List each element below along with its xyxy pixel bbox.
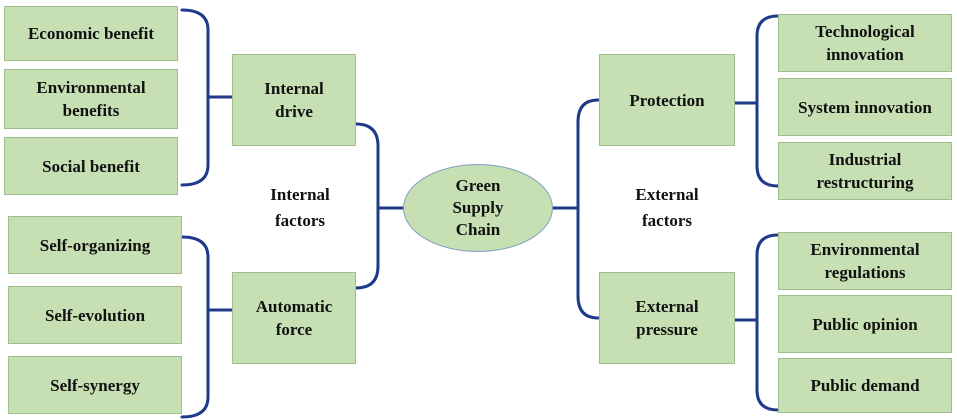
bracket-internal-drive: [180, 8, 234, 187]
leaf-self-evolution: Self-evolution: [8, 286, 182, 344]
node-automatic-force: Automatic force: [232, 272, 356, 364]
leaf-public-demand: Public demand: [778, 358, 952, 413]
label-external-factors: External factors: [635, 185, 699, 230]
node-internal-drive: Internal drive: [232, 54, 356, 146]
leaf-industrial-restructuring: Industrial restructuring: [778, 142, 952, 200]
bracket-automatic-force: [180, 235, 234, 419]
leaf-self-organizing: Self-organizing: [8, 216, 182, 274]
bracket-external-pressure: [733, 233, 780, 412]
leaf-environmental-regulations: Environmental regulations: [778, 232, 952, 290]
leaf-technological-innovation: Technological innovation: [778, 14, 952, 72]
label-internal-factors: Internal factors: [270, 185, 330, 230]
leaf-self-synergy: Self-synergy: [8, 356, 182, 414]
center-green-supply-chain: Green Supply Chain: [403, 164, 553, 252]
node-protection: Protection: [599, 54, 735, 146]
leaf-public-opinion: Public opinion: [778, 295, 952, 353]
bracket-external-factors: [551, 98, 600, 320]
leaf-environmental-benefits: Environmental benefits: [4, 69, 178, 129]
leaf-economic-benefit: Economic benefit: [4, 6, 178, 61]
bracket-protection: [733, 14, 780, 188]
leaf-system-innovation: System innovation: [778, 78, 952, 136]
bracket-internal-factors: [354, 122, 405, 290]
node-external-pressure: External pressure: [599, 272, 735, 364]
leaf-social-benefit: Social benefit: [4, 137, 178, 195]
